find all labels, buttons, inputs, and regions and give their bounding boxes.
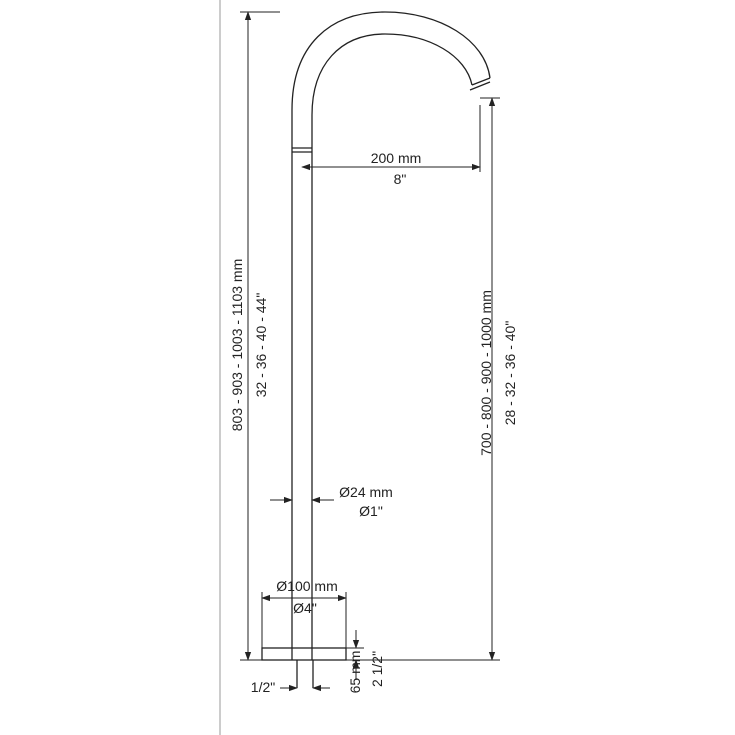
reach-mm-label: 200 mm [371,150,422,166]
spout-height-mm-label: 700 - 800 - 900 - 1000 mm [478,290,494,456]
faucet-body [261,11,491,688]
pipe-diameter-inch-label: Ø1" [359,503,383,519]
gooseneck-inner [311,33,473,660]
gooseneck-outer [291,11,491,660]
dimension-lines [240,11,500,692]
base-plate [261,647,347,661]
base-diameter-mm-label: Ø100 mm [276,578,337,594]
total-height-mm-label: 803 - 903 - 1003 - 1103 mm [229,259,245,432]
pipe-diameter-mm-label: Ø24 mm [339,484,393,500]
base-height-mm-label: 65 mm [347,651,363,694]
reach-inch-label: 8" [394,171,407,187]
connection-inch-label: 1/2" [251,679,275,695]
base-diameter-inch-label: Ø4" [293,600,317,616]
base-height-inch-label: 2 1/2" [369,651,385,687]
spout-tip [469,77,491,91]
spout-height-inch-label: 28 - 32 - 36 - 40" [502,321,518,426]
total-height-inch-label: 32 - 36 - 40 - 44" [253,293,269,398]
